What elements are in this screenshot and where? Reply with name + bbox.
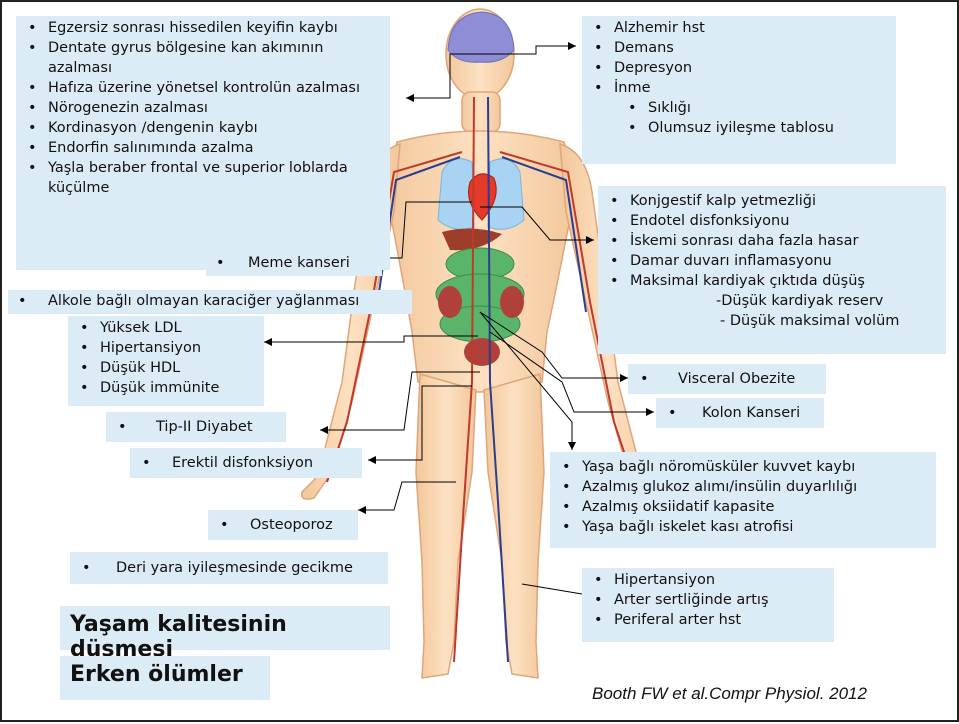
brain-effect-item: Dentate gyrus bölgesine kan akımının aza…	[22, 38, 384, 78]
breast-cancer-label: Meme kanseri	[210, 253, 378, 273]
quality-of-life-box: Yaşam kalitesinin düşmesi	[60, 606, 390, 650]
vascular-box: Hipertansiyon Arter sertliğinde artış Pe…	[582, 568, 834, 642]
brain-effect-item: Hafıza üzerine yönetsel kontrolün azalma…	[22, 78, 384, 98]
visceral-box: Visceral Obezite	[628, 364, 826, 394]
osteoporosis-label: Osteoporoz	[214, 515, 352, 535]
breast-cancer-box: Meme kanseri	[206, 252, 382, 276]
erectile-box: Erektil disfonksiyon	[130, 448, 362, 478]
stroke-sub-item: Olumsuz iyileşme tablosu	[588, 118, 890, 138]
brain-effect-item: Nörogenezin azalması	[22, 98, 384, 118]
cardiac-box: Konjgestif kalp yetmezliği Endotel disfo…	[598, 186, 946, 354]
liver-label: Alkole bağlı olmayan karaciğer yağlanmas…	[12, 291, 408, 311]
neuro-box: Alzhemir hst Demans Depresyon İnme Sıklı…	[582, 16, 896, 164]
cardiac-item: İskemi sonrası daha fazla hasar	[604, 231, 940, 251]
metabolic-item: Düşük immünite	[74, 378, 258, 398]
early-death-label: Erken ölümler	[70, 662, 243, 687]
cardiac-item: Damar duvarı inflamasyonu	[604, 251, 940, 271]
metabolic-item: Düşük HDL	[74, 358, 258, 378]
vascular-item: Periferal arter hst	[588, 610, 828, 630]
visceral-label: Visceral Obezite	[634, 369, 820, 389]
metabolic-item: Yüksek LDL	[74, 318, 258, 338]
neuro-item: Depresyon	[588, 58, 890, 78]
brain-effects-box: Egzersiz sonrası hissedilen keyifin kayb…	[16, 16, 390, 270]
osteoporosis-box: Osteoporoz	[208, 510, 358, 540]
brain-effect-item: Egzersiz sonrası hissedilen keyifin kayb…	[22, 18, 384, 38]
metabolic-item: Hipertansiyon	[74, 338, 258, 358]
cardiac-item: Maksimal kardiyak çıktıda düşüş	[604, 271, 940, 291]
cardiac-item: Endotel disfonksiyonu	[604, 211, 940, 231]
muscle-item: Yaşa bağlı iskelet kası atrofisi	[556, 517, 930, 537]
metabolic-box: Yüksek LDL Hipertansiyon Düşük HDL Düşük…	[68, 316, 264, 406]
cardiac-sub-item: -Düşük kardiyak reserv	[604, 291, 940, 311]
colon-box: Kolon Kanseri	[656, 398, 824, 428]
brain-effect-item: Endorfin salınımında azalma	[22, 138, 384, 158]
brain-effect-item: Yaşla beraber frontal ve superior loblar…	[22, 158, 384, 198]
early-death-box: Erken ölümler	[60, 656, 270, 700]
stroke-sub-item: Sıklığı	[588, 98, 890, 118]
neuro-item: Alzhemir hst	[588, 18, 890, 38]
cardiac-sub-item: - Düşük maksimal volüm	[604, 311, 940, 331]
muscle-item: Azalmış oksiidatif kapasite	[556, 497, 930, 517]
vascular-item: Arter sertliğinde artış	[588, 590, 828, 610]
diabetes-label: Tip-II Diyabet	[112, 417, 280, 437]
erectile-label: Erektil disfonksiyon	[136, 453, 356, 473]
brain-effect-item: Kordinasyon /dengenin kaybı	[22, 118, 384, 138]
citation: Booth FW et al.Compr Physiol. 2012	[592, 684, 867, 704]
diabetes-box: Tip-II Diyabet	[106, 412, 286, 442]
skin-label: Deri yara iyileşmesinde gecikme	[76, 558, 382, 578]
neuro-item: Demans	[588, 38, 890, 58]
muscle-box: Yaşa bağlı nöromüsküler kuvvet kaybı Aza…	[550, 452, 936, 548]
skin-box: Deri yara iyileşmesinde gecikme	[70, 552, 388, 584]
vascular-item: Hipertansiyon	[588, 570, 828, 590]
cardiac-item: Konjgestif kalp yetmezliği	[604, 191, 940, 211]
muscle-item: Yaşa bağlı nöromüsküler kuvvet kaybı	[556, 457, 930, 477]
neuro-item: İnme	[588, 78, 890, 98]
muscle-item: Azalmış glukoz alımı/insülin duyarlılığı	[556, 477, 930, 497]
colon-label: Kolon Kanseri	[662, 403, 818, 423]
liver-box: Alkole bağlı olmayan karaciğer yağlanmas…	[8, 290, 412, 314]
